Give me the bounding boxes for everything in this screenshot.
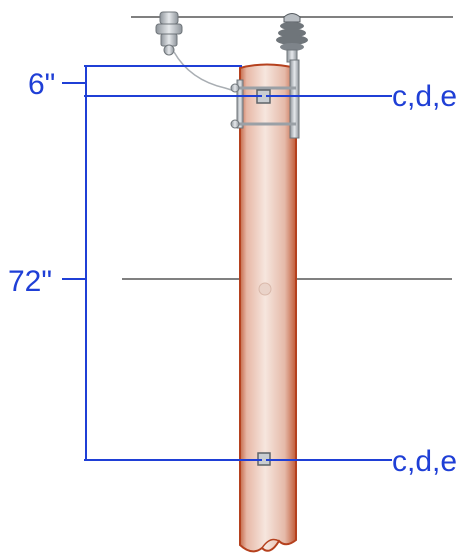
pin-insulator xyxy=(276,13,308,63)
dimension-lines xyxy=(62,65,262,461)
lower-callout-label: c,d,e xyxy=(392,445,457,478)
upper-callout-label: c,d,e xyxy=(392,80,457,113)
pole-knot xyxy=(258,282,272,296)
top-dimension-label: 6" xyxy=(28,68,55,101)
utility-pole xyxy=(239,63,297,553)
pole-bracket xyxy=(230,59,300,139)
main-dimension-label: 72" xyxy=(8,265,52,298)
suspension-clamp xyxy=(155,11,239,93)
